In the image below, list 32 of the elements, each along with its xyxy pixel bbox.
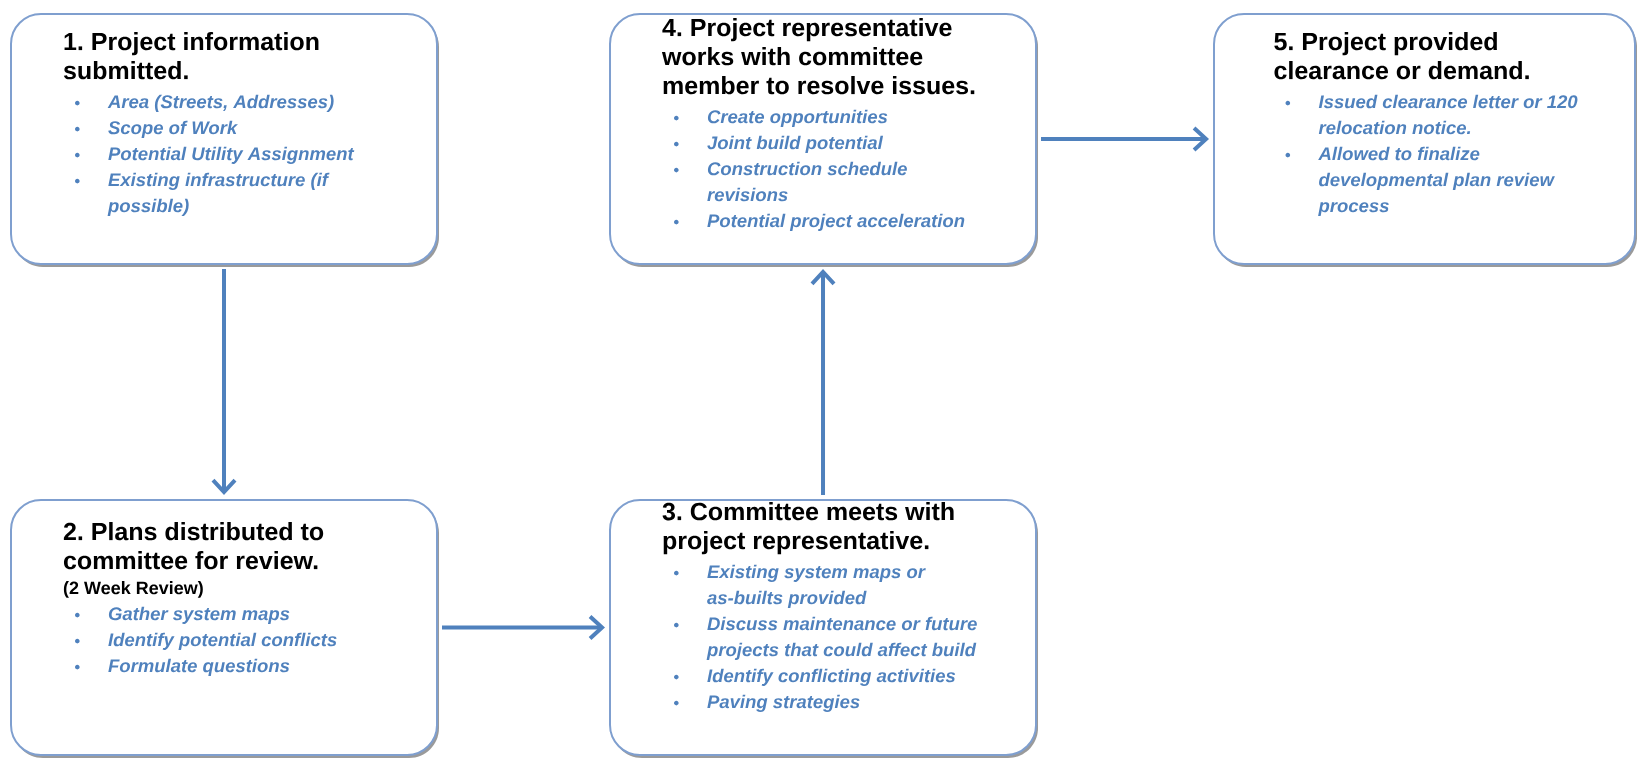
heading: 1. Project information submitted.: [63, 32, 319, 80]
bullet-item: Scope of Work: [75, 120, 238, 138]
step-box: [609, 499, 1038, 758]
bullet-item: Identify potential conflicts: [75, 632, 337, 650]
bullet-item: Potential Utility Assignment: [75, 146, 355, 164]
bullet-item: Existing system maps or as-builts provided: [674, 564, 926, 608]
bullet-item: Create opportunities: [674, 109, 888, 127]
arrow: [211, 269, 237, 495]
bullet-item: Gather system maps: [75, 606, 290, 624]
bullet-item: Area (Streets, Addresses): [75, 94, 334, 112]
bullet-item: Construction schedule revisions: [674, 161, 907, 202]
bullet-item: Paving strategies: [674, 694, 860, 712]
arrow: [810, 269, 836, 495]
bullet-item: Formulate questions: [75, 658, 290, 676]
bullet-item: Issued clearance letter or 120 relocation notice.: [1285, 94, 1578, 135]
review-note: (2 Week Review): [63, 581, 203, 598]
bullet-item: Identify conflicting activities: [674, 668, 956, 686]
bullet-item: Existing infrastructure (if possible): [75, 172, 330, 216]
step-box: [10, 13, 439, 267]
step-box: [10, 499, 439, 758]
bullet-item: Joint build potential: [674, 135, 884, 153]
step-box: [609, 13, 1038, 267]
arrow: [442, 615, 605, 640]
step-box: [1213, 13, 1637, 267]
arrow: [1041, 126, 1209, 152]
heading: 4. Project representative works with committee member to resolve issues.: [661, 18, 975, 95]
heading: 2. Plans distributed to committee for review.: [63, 522, 324, 570]
heading: 3. Committee meets with project representative.: [662, 502, 954, 555]
bullet-item: Discuss maintenance or future projects that could affect build: [674, 616, 977, 660]
bullet-item: Allowed to finalize developmental plan review process: [1285, 146, 1555, 216]
heading: 5. Project provided clearance or demand.: [1274, 32, 1529, 80]
bullet-item: Potential project acceleration: [674, 213, 965, 231]
